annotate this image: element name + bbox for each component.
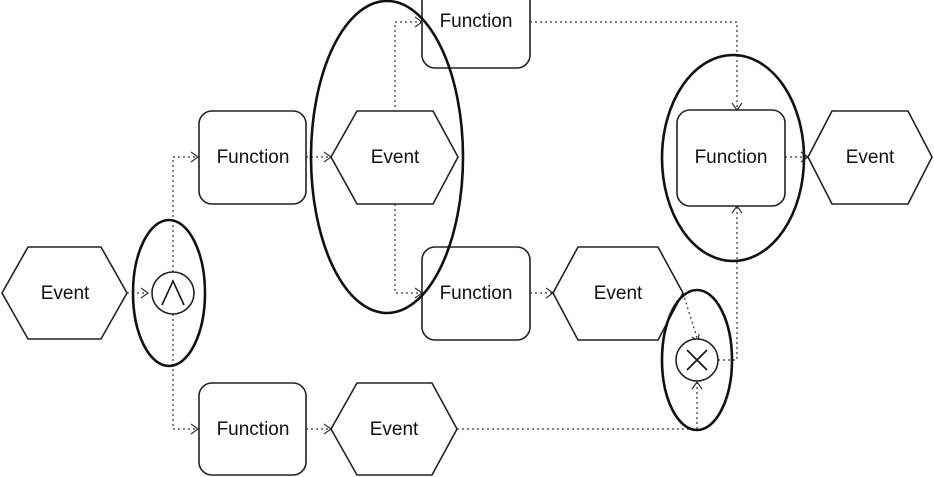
event-node-bottom: Event xyxy=(330,382,458,476)
highlight-ellipse-function-join xyxy=(660,53,806,263)
connector-event-to-xor xyxy=(682,292,699,342)
event-hexagon xyxy=(330,110,459,205)
and-operator-circle xyxy=(151,271,195,315)
highlight-ellipse-event-fork xyxy=(309,0,465,315)
event-node-end: Event xyxy=(807,110,933,205)
highlight-ellipses xyxy=(131,0,806,432)
xor-operator xyxy=(675,338,719,382)
function-box xyxy=(198,110,307,205)
function-box xyxy=(421,0,531,69)
connector-and-to-function-bottom xyxy=(172,314,198,430)
function-node-right: Function xyxy=(676,109,786,207)
function-box xyxy=(421,246,531,341)
connector-xor-to-function-right xyxy=(718,206,738,361)
connector-and-to-function-top xyxy=(172,156,198,272)
function-box xyxy=(198,382,307,476)
event-hexagon xyxy=(552,246,684,341)
event-label: Event xyxy=(371,147,420,168)
and-operator xyxy=(151,271,195,315)
connector-event-to-function-top xyxy=(394,21,422,112)
event-label: Event xyxy=(370,419,419,440)
function-node-middle: Function xyxy=(421,246,531,341)
event-label: Event xyxy=(846,147,895,168)
function-box xyxy=(676,109,786,207)
function-node-upper: Function xyxy=(198,110,307,205)
arrowhead xyxy=(190,151,200,163)
function-label: Function xyxy=(217,147,290,168)
function-label: Function xyxy=(440,11,513,32)
function-label: Function xyxy=(695,147,768,168)
highlight-ellipse-xor xyxy=(660,288,734,432)
event-hexagon xyxy=(330,382,458,476)
xor-operator-icon xyxy=(686,349,708,371)
function-node-lower: Function xyxy=(198,382,307,476)
connector-function-top-to-function-right xyxy=(530,21,738,110)
connector-event-to-function-mid xyxy=(394,204,422,294)
function-node-top: Function xyxy=(421,0,531,69)
arrowhead xyxy=(691,380,703,390)
event-hexagon xyxy=(1,246,128,340)
function-label: Function xyxy=(440,283,513,304)
function-label: Function xyxy=(217,419,290,440)
event-node-right-middle: Event xyxy=(552,246,684,341)
and-operator-icon xyxy=(161,279,185,306)
event-node-middle: Event xyxy=(330,110,459,205)
event-node-start: Event xyxy=(1,246,128,340)
event-hexagon xyxy=(807,110,933,205)
highlight-ellipse-and xyxy=(131,218,207,368)
arrowhead xyxy=(140,287,150,299)
event-label: Event xyxy=(41,283,90,304)
arrowhead xyxy=(190,423,200,435)
connectors xyxy=(127,16,810,435)
connector-event-bottom-to-xor xyxy=(457,382,698,430)
event-label: Event xyxy=(594,283,643,304)
